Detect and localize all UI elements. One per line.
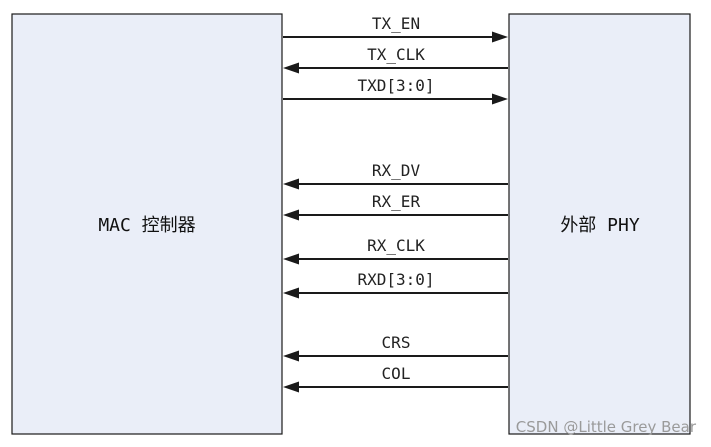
arrowhead-icon <box>283 350 299 362</box>
signal-rx-dv: RX_DV <box>283 161 508 190</box>
signal-group: TX_EN TX_CLK TXD[3:0] RX_DV RX_ER RX_CLK RXD[3… <box>283 14 508 393</box>
signal-label: RX_ER <box>372 192 421 211</box>
arrowhead-icon <box>492 93 508 105</box>
signal-label: CRS <box>382 333 411 352</box>
phy-block <box>508 13 691 435</box>
signal-rxd: RXD[3:0] <box>283 270 508 299</box>
signal-tx-clk: TX_CLK <box>283 45 508 74</box>
signal-col: COL <box>283 364 508 393</box>
mac-controller-block <box>11 13 283 435</box>
arrowhead-icon <box>283 62 299 74</box>
signal-rx-clk: RX_CLK <box>283 236 508 265</box>
arrowhead-icon <box>283 209 299 221</box>
arrowhead-icon <box>283 253 299 265</box>
signal-label: RX_CLK <box>367 236 425 255</box>
mac-controller-label: MAC 控制器 <box>98 215 195 236</box>
signal-txd: TXD[3:0] <box>283 76 508 105</box>
arrowhead-icon <box>283 287 299 299</box>
arrowhead-icon <box>492 31 508 43</box>
signal-label: RXD[3:0] <box>357 270 434 289</box>
signal-crs: CRS <box>283 333 508 362</box>
signal-label: COL <box>382 364 411 383</box>
arrowhead-icon <box>283 178 299 190</box>
arrowhead-icon <box>283 381 299 393</box>
signal-label: RX_DV <box>372 161 421 180</box>
phy-label: 外部 PHY <box>560 215 640 236</box>
signal-label: TX_CLK <box>367 45 425 64</box>
signal-rx-er: RX_ER <box>283 192 508 221</box>
signal-tx-en: TX_EN <box>283 14 508 43</box>
watermark: CSDN @Little Grey Bear <box>516 418 697 436</box>
signal-label: TXD[3:0] <box>357 76 434 95</box>
signal-label: TX_EN <box>372 14 420 33</box>
